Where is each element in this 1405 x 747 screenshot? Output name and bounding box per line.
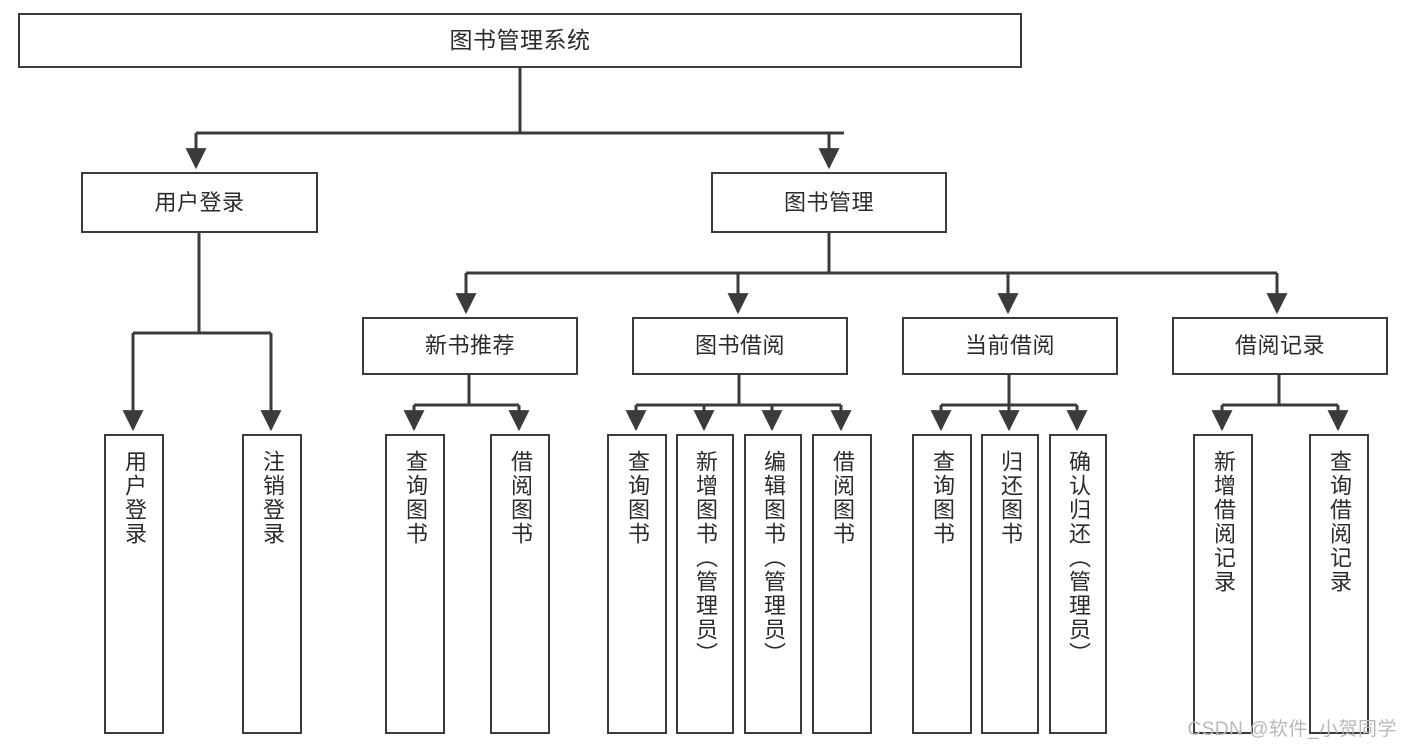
leaf-search-borrow-record[interactable]: 查询借阅记录 xyxy=(1309,434,1369,734)
node-label: 查询借阅记录 xyxy=(1327,450,1352,594)
node-label: 图书管理 xyxy=(783,189,874,215)
node-label: 借阅图书 xyxy=(508,450,533,546)
leaf-search-book-recommend[interactable]: 查询图书 xyxy=(385,434,445,734)
node-label: 查询图书 xyxy=(930,450,955,546)
node-label: 注销登录 xyxy=(260,450,285,546)
node-label: 图书借阅 xyxy=(694,333,785,359)
leaf-add-borrow-record[interactable]: 新增借阅记录 xyxy=(1193,434,1253,734)
node-borrow-record[interactable]: 借阅记录 xyxy=(1172,317,1388,375)
node-label: 新书推荐 xyxy=(424,333,515,359)
node-book-management[interactable]: 图书管理 xyxy=(711,172,947,233)
node-label: 当前借阅 xyxy=(964,333,1055,359)
node-new-book-recommend[interactable]: 新书推荐 xyxy=(362,317,578,375)
leaf-search-book-current[interactable]: 查询图书 xyxy=(912,434,972,734)
leaf-user-logout[interactable]: 注销登录 xyxy=(242,434,302,734)
node-label: 编辑图书（管理员） xyxy=(761,450,786,666)
node-label: 借阅记录 xyxy=(1234,333,1325,359)
leaf-search-book[interactable]: 查询图书 xyxy=(607,434,667,734)
leaf-edit-book-admin[interactable]: 编辑图书（管理员） xyxy=(744,434,802,734)
node-label: 用户登录 xyxy=(122,450,147,546)
leaf-add-book-admin[interactable]: 新增图书（管理员） xyxy=(676,434,734,734)
leaf-return-book[interactable]: 归还图书 xyxy=(981,434,1039,734)
leaf-borrow-book[interactable]: 借阅图书 xyxy=(812,434,872,734)
node-label: 借阅图书 xyxy=(830,450,855,546)
node-label: 新增借阅记录 xyxy=(1211,450,1236,594)
node-label: 新增图书（管理员） xyxy=(693,450,718,666)
node-current-borrow[interactable]: 当前借阅 xyxy=(902,317,1118,375)
node-label: 确认归还（管理员） xyxy=(1066,450,1091,666)
node-label: 查询图书 xyxy=(403,450,428,546)
node-label: 用户登录 xyxy=(154,189,245,215)
node-user-login[interactable]: 用户登录 xyxy=(81,172,318,233)
node-root-system[interactable]: 图书管理系统 xyxy=(18,13,1022,68)
node-label: 归还图书 xyxy=(998,450,1023,546)
watermark: CSDN @软件_小贺同学 xyxy=(1187,719,1397,740)
leaf-user-login[interactable]: 用户登录 xyxy=(104,434,164,734)
node-label: 图书管理系统 xyxy=(449,26,591,53)
node-book-borrow[interactable]: 图书借阅 xyxy=(632,317,848,375)
node-label: 查询图书 xyxy=(625,450,650,546)
leaf-confirm-return-admin[interactable]: 确认归还（管理员） xyxy=(1049,434,1107,734)
leaf-borrow-book-recommend[interactable]: 借阅图书 xyxy=(490,434,550,734)
